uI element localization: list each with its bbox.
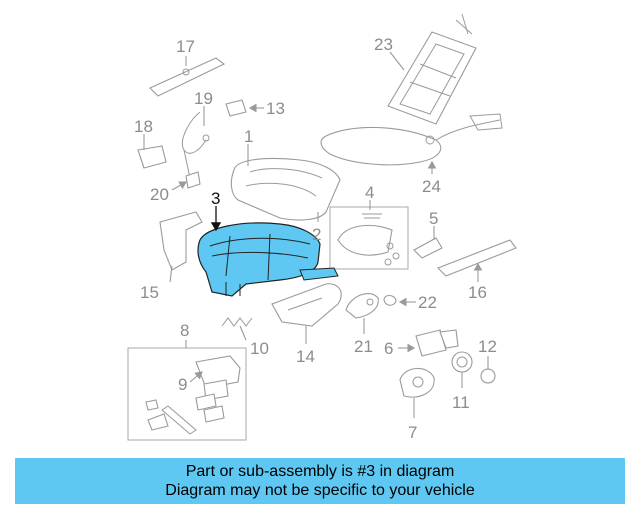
part-12-nut bbox=[480, 368, 496, 384]
info-banner: Part or sub-assembly is #3 in diagram Di… bbox=[15, 458, 625, 504]
callout-18: 18 bbox=[134, 117, 153, 136]
callout-14: 14 bbox=[296, 347, 315, 366]
callout-22: 22 bbox=[418, 293, 437, 312]
part-1-cushion bbox=[230, 157, 341, 221]
callout-2: 2 bbox=[312, 225, 321, 244]
callout-7: 7 bbox=[408, 423, 417, 442]
part-22-cap bbox=[383, 294, 397, 306]
leader-lines bbox=[143, 51, 489, 418]
banner-line-2: Diagram may not be specific to your vehi… bbox=[165, 482, 475, 499]
callout-16: 16 bbox=[468, 283, 487, 302]
part-23-backrest-frame bbox=[387, 13, 477, 125]
part-15-side-panel bbox=[159, 211, 203, 271]
part-7-actuator bbox=[399, 367, 435, 398]
callout-15: 15 bbox=[140, 283, 159, 302]
part-10-spring bbox=[221, 317, 253, 327]
callout-4: 4 bbox=[365, 183, 374, 202]
callout-6: 6 bbox=[384, 339, 393, 358]
part-11-gear bbox=[451, 351, 473, 373]
callout-20: 20 bbox=[150, 185, 169, 204]
callout-13: 13 bbox=[266, 99, 285, 118]
callout-19: 19 bbox=[194, 89, 213, 108]
part-14-pan bbox=[271, 283, 342, 327]
callout-3: 3 bbox=[211, 189, 220, 208]
callout-5: 5 bbox=[429, 209, 438, 228]
part-8-group bbox=[127, 347, 247, 441]
callout-1: 1 bbox=[244, 127, 253, 146]
part-24-heating-pad bbox=[320, 113, 503, 166]
callout-21: 21 bbox=[354, 337, 373, 356]
part-16-rail bbox=[437, 239, 517, 277]
banner-line-1: Part or sub-assembly is #3 in diagram bbox=[185, 463, 455, 480]
part-18-bracket bbox=[137, 145, 167, 169]
part-13-clip bbox=[225, 99, 247, 117]
callout-12: 12 bbox=[478, 337, 497, 356]
parts-diagram: 17 19 13 18 20 1 23 24 4 5 16 2 3 15 14 … bbox=[127, 13, 517, 442]
part-5-bracket bbox=[413, 237, 443, 259]
callout-9: 9 bbox=[178, 375, 187, 394]
part-17-rail bbox=[149, 57, 226, 97]
callout-17: 17 bbox=[176, 37, 195, 56]
callout-11: 11 bbox=[452, 393, 470, 412]
callout-labels: 17 19 13 18 20 1 23 24 4 5 16 2 3 15 14 … bbox=[134, 35, 497, 442]
part-21-pivot bbox=[345, 293, 379, 319]
callout-23: 23 bbox=[374, 35, 393, 54]
part-4-group bbox=[329, 206, 409, 270]
part-19-cable bbox=[182, 111, 210, 179]
callout-10: 10 bbox=[250, 339, 269, 358]
part-20-connector bbox=[185, 171, 201, 189]
callout-24: 24 bbox=[422, 177, 441, 196]
callout-8: 8 bbox=[180, 321, 189, 340]
part-6-motor bbox=[415, 329, 459, 357]
part-3-seat-frame bbox=[197, 222, 339, 297]
